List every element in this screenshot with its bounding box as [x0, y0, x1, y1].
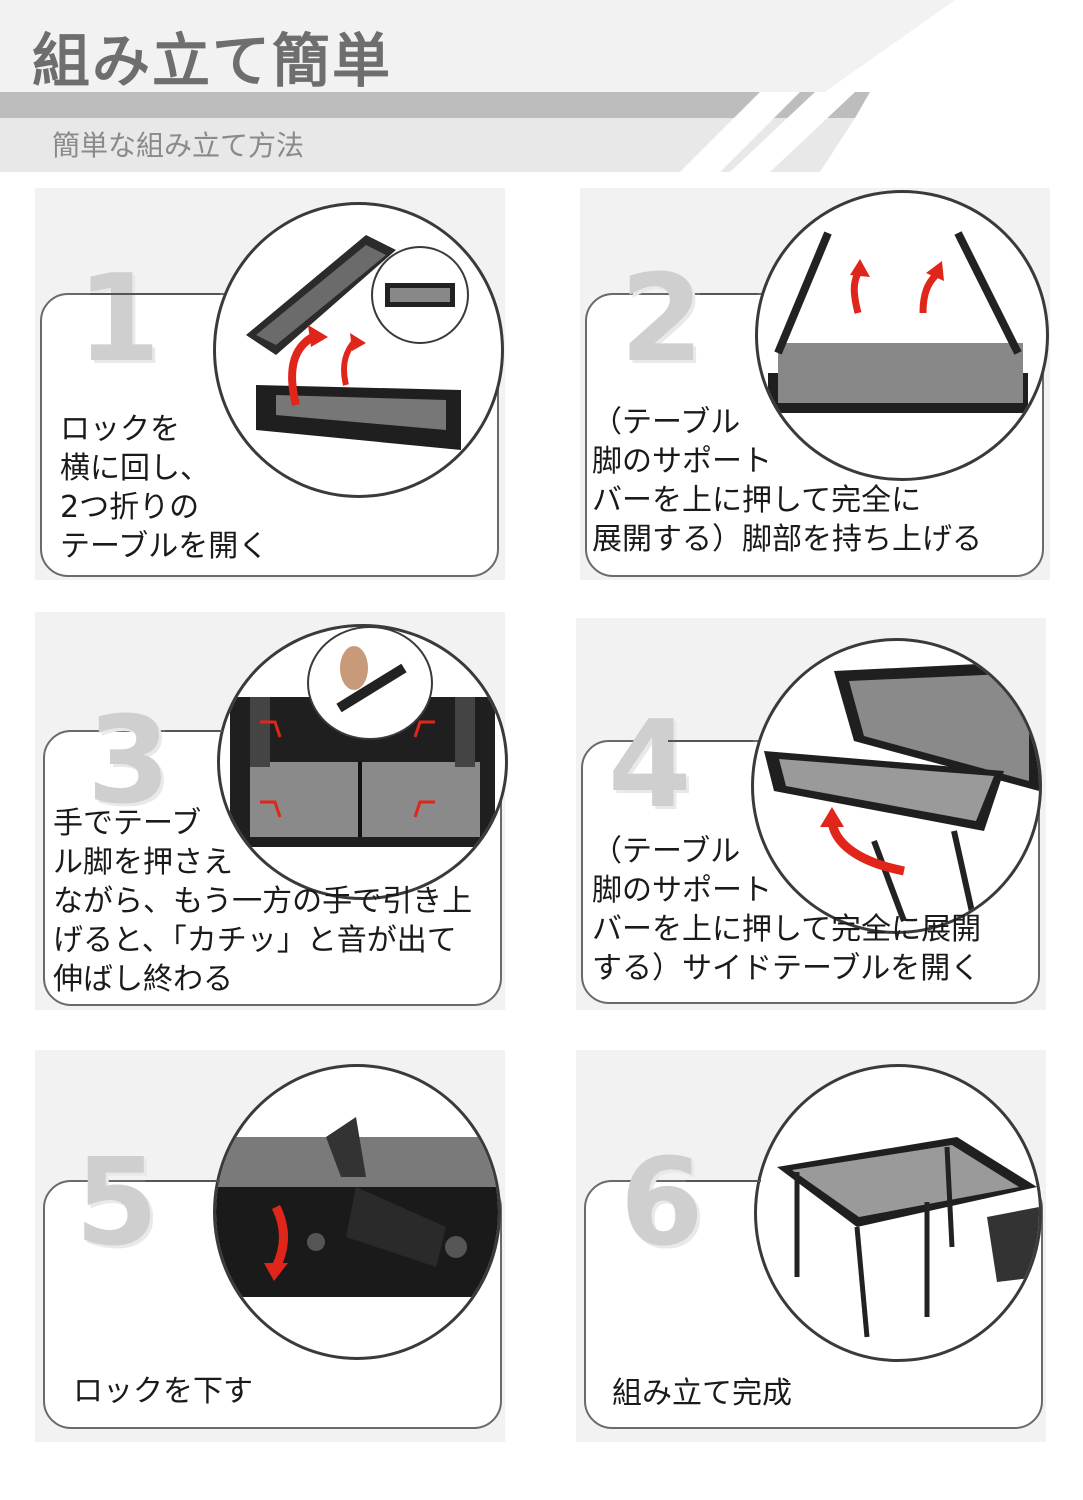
table-legs-raise-icon [768, 231, 1028, 413]
step-photo-circle [213, 202, 504, 498]
step-card-3: 3 手でテーブ ル脚を押さえ ながら、もう一方の手で引き上 げると、「カチッ」と… [35, 612, 508, 1010]
step-card-5: 5 ロックを下す [35, 1050, 505, 1442]
step-card-1: 1 ロックを 横に回し、 2つ折りの テーブルを開く [35, 188, 505, 580]
inset-lock-circle [371, 246, 469, 344]
step-card-2: 2 （テーブル 脚のサポート バーを上に押して完全に 展開する）脚部を持ち上げる [580, 188, 1050, 580]
hand-press-icon [336, 646, 407, 713]
table-legs-lock-icon [230, 697, 495, 847]
step-caption: ロックを 横に回し、 2つ折りの テーブルを開く [60, 412, 269, 564]
header-banner: 組み立て簡単 簡単な組み立て方法 [0, 0, 1083, 175]
step-photo-circle [751, 638, 1042, 934]
step-number: 3 [87, 692, 171, 831]
assembled-table-icon [777, 1137, 1039, 1338]
side-table-open-icon [764, 661, 1039, 923]
header-stripes [0, 0, 1000, 172]
step-photo-circle [754, 1064, 1042, 1362]
step-caption: （テーブル 脚のサポート バーを上に押して完全に展開 する）サイドテーブルを開く [592, 834, 982, 986]
step-caption: ロックを下す [73, 1374, 253, 1409]
step-caption: 組み立て完成 [612, 1376, 792, 1411]
inset-hand-circle [307, 626, 433, 740]
page-title: 組み立て簡単 [32, 27, 393, 95]
page-subtitle: 簡単な組み立て方法 [52, 129, 305, 162]
step-caption: （テーブル 脚のサポート バーを上に押して完全に 展開する）脚部を持ち上げる [592, 405, 982, 557]
step-card-4: 4 （テーブル 脚のサポート バーを上に押して完全に展開 する）サイドテーブルを… [576, 618, 1046, 1010]
step-photo-circle [755, 190, 1049, 481]
step-caption: 手でテーブ ル脚を押さえ ながら、もう一方の手で引き上 げると、「カチッ」と音が… [53, 806, 473, 997]
step-number: 4 [608, 696, 692, 835]
step-number: 6 [620, 1134, 704, 1273]
lock-lower-icon [216, 1117, 498, 1297]
step-number: 5 [75, 1134, 159, 1273]
lock-detail-icon [385, 283, 455, 307]
folding-table-open-icon [246, 235, 461, 450]
step-number: 1 [77, 250, 161, 389]
step-photo-circle [213, 1064, 501, 1360]
step-card-6: 6 組み立て完成 [576, 1050, 1046, 1442]
step-number: 2 [620, 250, 704, 389]
